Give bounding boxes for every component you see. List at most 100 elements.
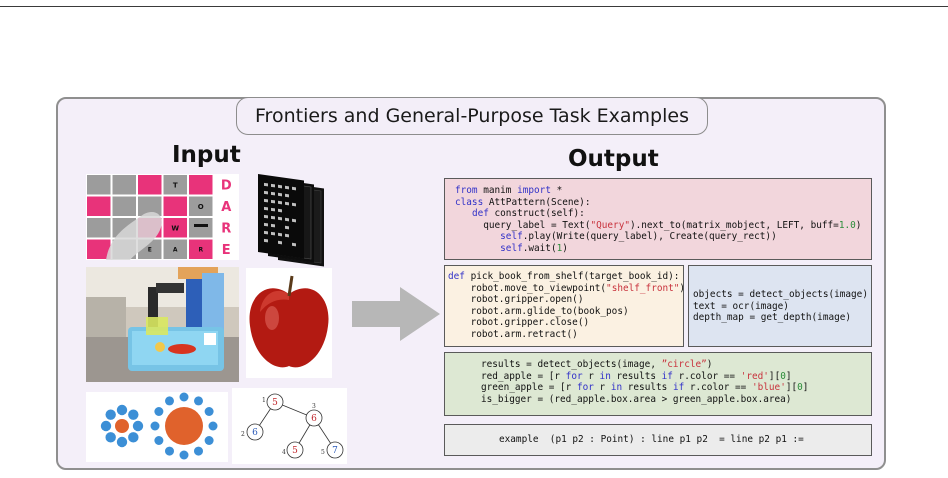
tree-node-value: 5 [292,446,298,456]
code-line: self.wait(1) [455,243,861,255]
vision-code-block: objects = detect_objects(image)text = oc… [688,265,872,347]
figure-title: Frontiers and General-Purpose Task Examp… [236,97,708,135]
code-token: for [565,370,583,382]
puzzle-cell [163,239,187,259]
red-apple-photo [246,268,332,378]
illusion-circle [105,409,116,420]
tree-node-id: 1 [262,397,266,404]
puzzle-dash [194,224,208,227]
code-token: class [455,196,484,208]
puzzle-cell [189,218,213,238]
puzzle-cell [138,175,162,195]
code-token: text = ocr(image) [693,300,789,312]
code-line: example (p1 p2 : Point) : line p1 p2 = l… [499,434,817,446]
code-token [455,243,500,254]
code-token: r [582,370,600,382]
code-token: .wait( [522,242,557,254]
puzzle-letter: R [198,246,203,253]
code-token: pick_book_from_shelf(target_book_id): [464,271,680,282]
illusion-circle [165,407,203,445]
code-line: class AttPattern(Scene): [455,197,861,209]
code-token: from [455,185,478,196]
code-token: robot.gripper.close() [448,317,590,329]
tree-node-id: 4 [282,449,286,456]
code-token: in [599,370,611,382]
code-token: ”circle” [661,359,707,370]
code-line: robot.arm.glide_to(book_pos) [448,306,680,318]
code-token: results [622,382,673,394]
code-token: robot.gripper.open() [448,294,584,306]
code-token: "Query" [590,219,630,231]
code-token: depth_map = get_depth(image) [693,312,852,324]
code-line: robot.arm.retract() [448,329,680,341]
illusion-circle [165,446,174,456]
code-line: text = ocr(image) [693,301,867,313]
code-line: self.play(Write(query_label), Create(que… [455,231,861,243]
tree-node-value: 5 [272,398,278,408]
illusion-circle [208,421,218,431]
code-line: query_label = Text("Query").next_to(matr… [455,220,861,232]
code-line: depth_map = get_depth(image) [693,312,867,324]
robot-arm-photo [86,267,239,382]
apple-code-block: results = detect_objects(image, ”circle”… [444,352,872,416]
code-token: def [448,271,465,282]
code-token: objects = detect_objects(image) [693,289,868,300]
puzzle-cell [87,218,111,238]
code-token: def [471,208,489,220]
code-token: .play(Write(query_label), Create(query_r… [522,231,777,243]
code-token: robot.arm.retract() [448,328,578,340]
code-token: query_label = Text( [455,219,591,231]
illusion-circle [105,432,116,443]
code-token: 0 [780,370,786,382]
code-token: in [610,382,623,394]
code-token: AttPattern(Scene): [483,196,591,208]
illusion-circle [116,404,128,416]
puzzle-cell [112,175,136,195]
code-line: def pick_book_from_shelf(target_book_id)… [448,271,680,283]
code-token: self [500,231,523,243]
code-token: ][ [785,382,798,394]
code-token: ][ [768,370,781,382]
illusion-circle [132,420,144,432]
code-token [455,231,500,242]
illusion-circle [194,446,203,456]
manim-code-block: from manim import *class AttPattern(Scen… [444,178,872,260]
input-to-output-arrow [350,285,442,343]
top-rule [0,6,948,7]
code-line: objects = detect_objects(image) [693,289,868,301]
puzzle-cell [163,196,187,216]
illusion-circle [128,409,139,420]
code-token: ) [706,359,713,370]
puzzle-cell [163,218,187,238]
code-token: robot.move_to_viewpoint( [448,282,607,294]
puzzle-letter: W [171,224,179,232]
code-token: example (p1 p2 : Point) : line p1 p2 = l… [499,434,804,445]
code-line: red_apple = [r for r in results if r.col… [481,371,835,383]
illusion-circle [150,421,160,431]
puzzle-cell [87,196,111,216]
code-line: robot.gripper.open() [448,294,680,306]
illusion-circle [115,419,129,433]
illusion-circle [204,436,214,445]
puzzle-cell [87,239,111,259]
code-token: 1 [556,242,563,254]
code-token: 'red' [740,370,769,382]
code-token: ) [562,242,568,254]
puzzle-letter: D [221,178,232,193]
code-token: manim [477,185,518,196]
code-token: ) [679,283,683,294]
puzzle-letter: A [173,246,178,253]
tree-node-value: 6 [252,428,258,438]
puzzle-cell [189,239,213,259]
puzzle-cell [189,175,213,195]
code-token: red_apple = [r [481,370,566,382]
code-line: robot.gripper.close() [448,317,680,329]
puzzle-letter: O [198,203,204,211]
code-token: results = detect_objects(image, [481,359,662,370]
code-token: "shelf_front" [606,282,680,294]
code-token: import [517,185,551,196]
code-token [455,208,472,219]
code-token: 0 [797,382,803,394]
tree-node-value: 6 [311,414,317,424]
